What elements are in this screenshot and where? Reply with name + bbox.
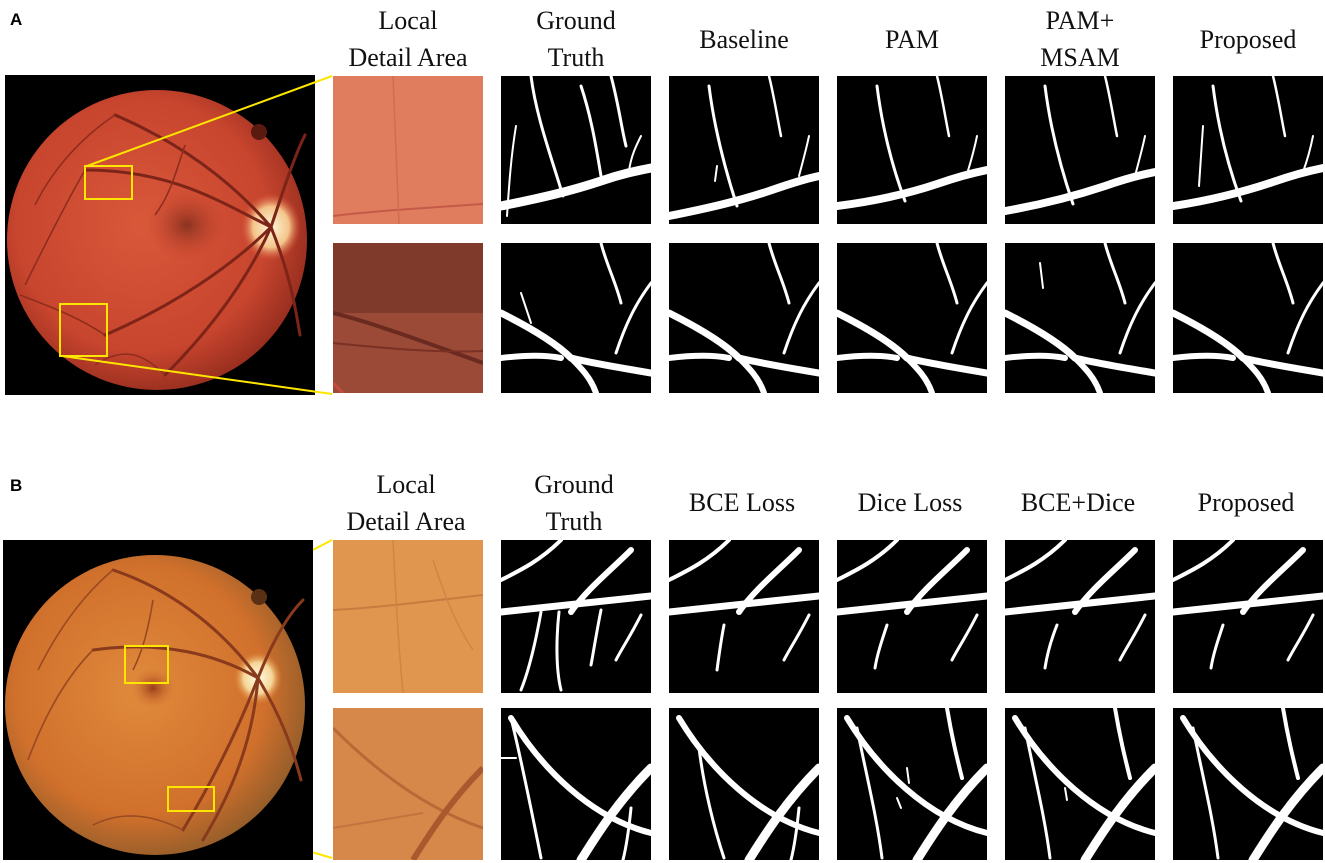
segmentation-mask	[501, 76, 651, 224]
header-baseline: Baseline	[699, 25, 789, 54]
header-local-detail-area-a: Local Detail Area	[348, 6, 468, 72]
panel-b-label: B	[10, 476, 23, 495]
segmentation-mask	[669, 708, 819, 860]
header-proposed-b: Proposed	[1197, 488, 1295, 517]
fundus-image-b	[3, 540, 313, 860]
segmentation-mask	[501, 708, 651, 860]
segmentation-mask	[837, 76, 987, 224]
fundus-image-a	[5, 75, 315, 395]
segmentation-mask	[1005, 540, 1155, 693]
header-ground-truth-b: Ground Truth	[534, 470, 614, 536]
segmentation-mask	[837, 708, 987, 860]
segmentation-mask	[1173, 708, 1323, 860]
header-local-detail-area-b: Local Detail Area	[346, 470, 466, 536]
panel-a-label: A	[10, 10, 23, 29]
segmentation-mask	[1005, 243, 1155, 393]
segmentation-mask	[837, 243, 987, 393]
segmentation-mask	[1005, 76, 1155, 224]
header-bce-dice: BCE+Dice	[1020, 488, 1136, 517]
header-pam: PAM	[885, 25, 939, 54]
segmentation-mask	[1173, 76, 1323, 224]
header-proposed-a: Proposed	[1199, 25, 1297, 54]
local-detail-patch	[333, 76, 483, 224]
segmentation-mask	[1005, 708, 1155, 860]
header-pam-msam: PAM+ MSAM	[1040, 6, 1120, 72]
segmentation-mask	[1173, 540, 1323, 693]
header-dice-loss: Dice Loss	[857, 488, 963, 517]
segmentation-mask	[837, 540, 987, 693]
segmentation-mask	[501, 540, 651, 693]
segmentation-mask	[669, 243, 819, 393]
local-detail-patch	[333, 708, 483, 860]
segmentation-mask	[669, 76, 819, 224]
segmentation-mask	[1173, 243, 1323, 393]
local-detail-patch	[333, 243, 483, 393]
segmentation-mask	[501, 243, 651, 393]
local-detail-patch	[333, 540, 483, 693]
header-ground-truth-a: Ground Truth	[536, 6, 616, 72]
segmentation-mask	[669, 540, 819, 693]
header-bce-loss: BCE Loss	[688, 488, 796, 517]
